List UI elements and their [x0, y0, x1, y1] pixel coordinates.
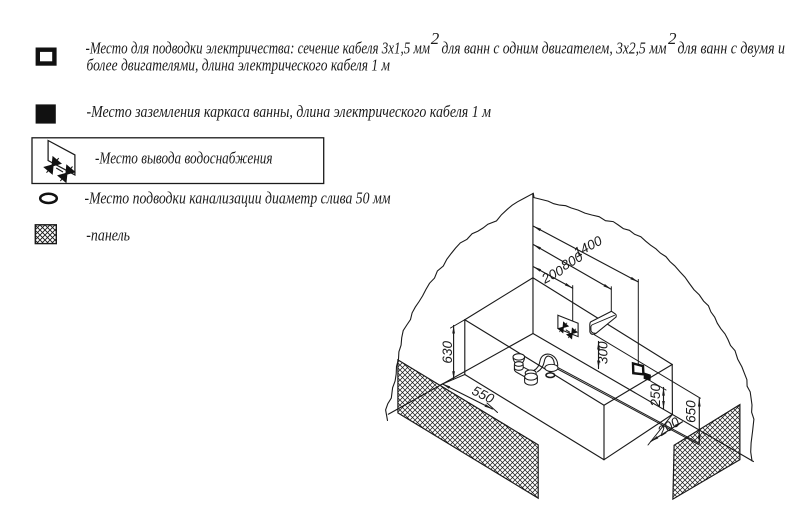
svg-text:250: 250	[648, 383, 663, 407]
svg-text:для ванн с одним двигателем, 3: для ванн с одним двигателем, 3х2,5 мм	[442, 39, 667, 58]
svg-text:-панель: -панель	[86, 225, 130, 244]
svg-text:550: 550	[470, 383, 497, 407]
svg-text:2: 2	[668, 29, 677, 48]
svg-text:650: 650	[683, 400, 698, 423]
svg-text:более двигателями, длина элект: более двигателями, длина электрического …	[87, 56, 391, 75]
svg-text:-Место вывода водоснабжения: -Место вывода водоснабжения	[95, 149, 273, 168]
svg-text:для ванн с двумя и: для ванн с двумя и	[678, 39, 786, 58]
svg-text:-Место для подводки электричес: -Место для подводки электричества: сечен…	[86, 39, 431, 58]
svg-text:-Место заземления каркаса ванн: -Место заземления каркаса ванны, длина э…	[87, 102, 492, 121]
svg-text:-Место подводки канализации ди: -Место подводки канализации диаметр слив…	[85, 189, 391, 208]
svg-text:300: 300	[596, 341, 611, 364]
svg-text:2: 2	[431, 29, 440, 48]
svg-text:630: 630	[440, 341, 455, 364]
